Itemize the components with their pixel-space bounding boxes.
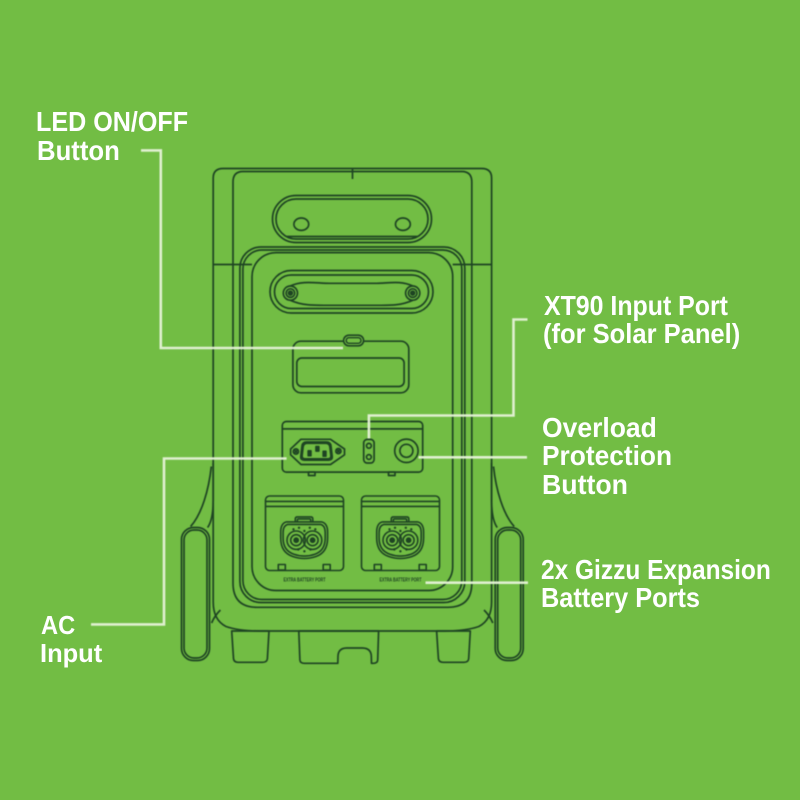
svg-text:EXTRA BATTERY PORT: EXTRA BATTERY PORT xyxy=(284,578,326,584)
svg-text:EXTRA BATTERY PORT: EXTRA BATTERY PORT xyxy=(380,578,422,584)
